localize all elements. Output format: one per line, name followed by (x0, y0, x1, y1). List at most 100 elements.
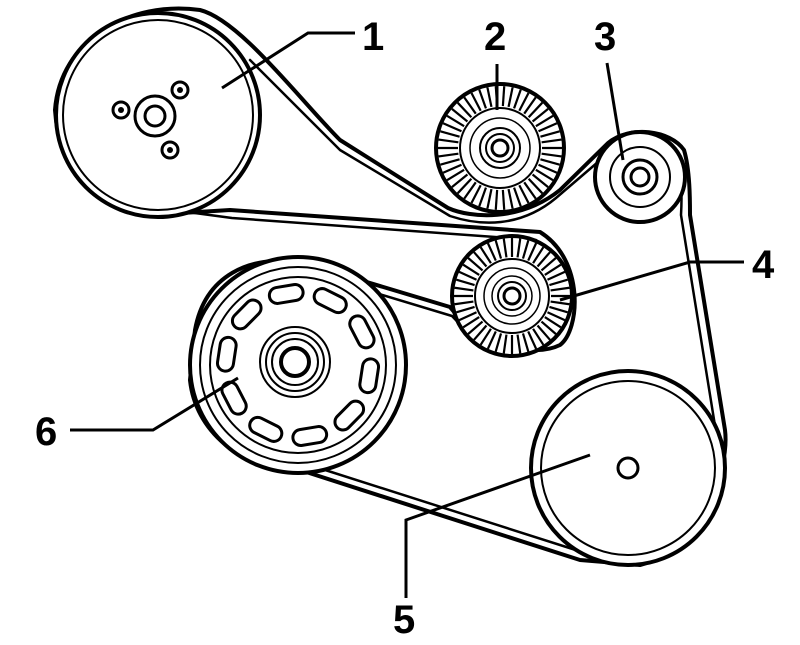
leader-line-3 (605, 62, 625, 161)
leader-line-1 (221, 31, 355, 90)
pulley-6-slots (215, 282, 381, 448)
pulley-2-rib (538, 163, 558, 174)
pulley-6-slot (248, 415, 284, 443)
pulley-2-rib (527, 101, 544, 119)
pulley-4-rib (467, 257, 484, 272)
pulley-2-rib (518, 92, 530, 112)
pulley-2-rib (541, 138, 562, 144)
pulley-4-rib (458, 311, 477, 322)
pulley-4-rib (521, 333, 530, 352)
pulley-3 (593, 130, 687, 224)
pulley-4-ring-1 (483, 267, 541, 325)
pulley-2-rib (541, 152, 562, 158)
pulley-6-web (209, 276, 387, 454)
pulley-1-center (143, 104, 167, 128)
pulley-6-slot (358, 357, 381, 395)
callout-1: 1 (362, 15, 384, 59)
pulley-6-slot (333, 399, 366, 432)
pulley-4-rib (456, 305, 475, 314)
pulley-2-rib (456, 177, 473, 195)
callout-3: 3 (594, 15, 616, 59)
pulley-4-rib (473, 324, 488, 341)
pulley-1-bolt-c-core (167, 147, 173, 153)
pulley-1 (54, 11, 262, 219)
pulley-2-rib (538, 122, 558, 133)
pulley-4-rib (456, 278, 475, 287)
pulley-6-hub-ring-1 (265, 332, 325, 392)
pulley-2-rib (456, 101, 473, 119)
pulley-4-rib (532, 246, 545, 264)
pulley-2-rib (438, 138, 459, 144)
pulley-2-rib (451, 173, 469, 188)
pulley-2-rib (478, 187, 487, 207)
pulley-1-rim-inner (62, 19, 254, 211)
pulley-4-rib (486, 331, 497, 350)
pulley-4-bore (502, 286, 522, 306)
pulley-4-rib (479, 246, 492, 264)
pulley-4-rib (458, 270, 477, 281)
pulley-6-slot (215, 335, 238, 373)
pulley-2-ring-1 (469, 117, 531, 179)
pulley-4-rib (527, 331, 538, 350)
pulley-4-rib (502, 238, 508, 258)
pulley-6-slot (291, 425, 329, 448)
pulley-2-rib (494, 189, 499, 210)
pulley-2-rib (507, 188, 514, 209)
pulley-4-rib (494, 240, 503, 259)
pulley-4-rib (536, 251, 551, 268)
pulley-1-bolt-a-core (118, 107, 124, 113)
pulley-2-rib (527, 177, 544, 195)
pulley-4-rib (486, 242, 497, 261)
pulley-2-rib (442, 122, 462, 133)
pulley-4-ring-2 (491, 275, 533, 317)
pulley-2-rib (486, 188, 493, 209)
pulley-2-rib (463, 181, 477, 200)
pulley-6-slot (312, 287, 348, 315)
pulley-4-rib (473, 251, 488, 268)
pulley-2-ring-2 (479, 127, 521, 169)
pulley-4-rib (521, 240, 530, 259)
pulley-6-slot (348, 314, 376, 350)
pulley-4-rib (536, 324, 551, 341)
pulley-5 (529, 369, 727, 567)
pulley-2-rib (513, 89, 522, 109)
pulley-2-rib (440, 158, 460, 166)
pulley-2-rib (523, 181, 537, 200)
pulley-4 (450, 234, 574, 358)
pulley-6-slot (220, 380, 248, 416)
pulley-4-rib (516, 238, 522, 258)
pulley-4-rib (527, 242, 538, 261)
leader-line-6 (70, 376, 239, 432)
pulley-2-rib (442, 163, 462, 174)
pulley-6-slot (267, 282, 305, 305)
pulley-6 (188, 255, 408, 475)
pulley-2-rib (531, 108, 549, 123)
pulley-1-bolt-b-core (177, 87, 183, 93)
pulley-6-rim-inner (199, 266, 397, 464)
pulley-4-ring-3 (497, 281, 527, 311)
pulley-4-rib (516, 334, 522, 354)
callout-labels: 1 2 3 4 5 6 (35, 15, 775, 642)
pulley-4-rib (544, 263, 562, 276)
pulley-4-rib (494, 333, 503, 352)
pulley-6-bore (279, 346, 311, 378)
pulley-2 (434, 82, 566, 214)
pulley-4-rib (549, 278, 568, 287)
pulley-2-rib (535, 114, 554, 128)
pulley-2-rib (478, 89, 487, 109)
pulley-2-ribs (438, 86, 562, 210)
pulley-2-rib (518, 184, 530, 204)
pulley-4-rib (550, 286, 570, 292)
pulley-4-rib (547, 311, 566, 322)
pulley-2-rib (535, 168, 554, 182)
pulley-2-rib (470, 92, 482, 112)
pulley-4-rib (540, 257, 557, 272)
pulley-4-rib (454, 286, 474, 292)
pulley-4-rib (550, 300, 570, 306)
pulley-2-rib (531, 173, 549, 188)
pulley-2-ring-3 (485, 133, 515, 163)
pulley-2-rib (501, 86, 506, 107)
callout-6: 6 (35, 410, 57, 454)
pulley-2-rib (451, 108, 469, 123)
